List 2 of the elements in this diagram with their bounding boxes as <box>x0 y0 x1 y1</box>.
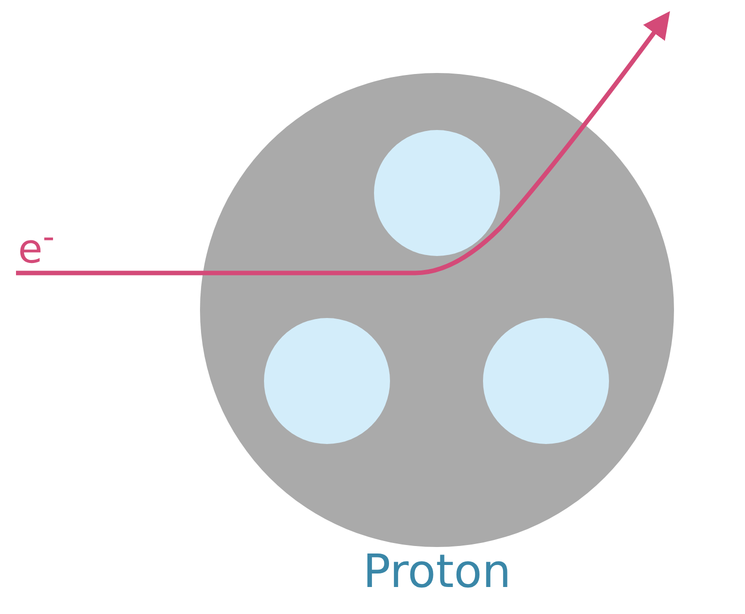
proton-label: Proton <box>362 548 512 594</box>
electron-label: e$^{-}$ <box>18 220 55 270</box>
